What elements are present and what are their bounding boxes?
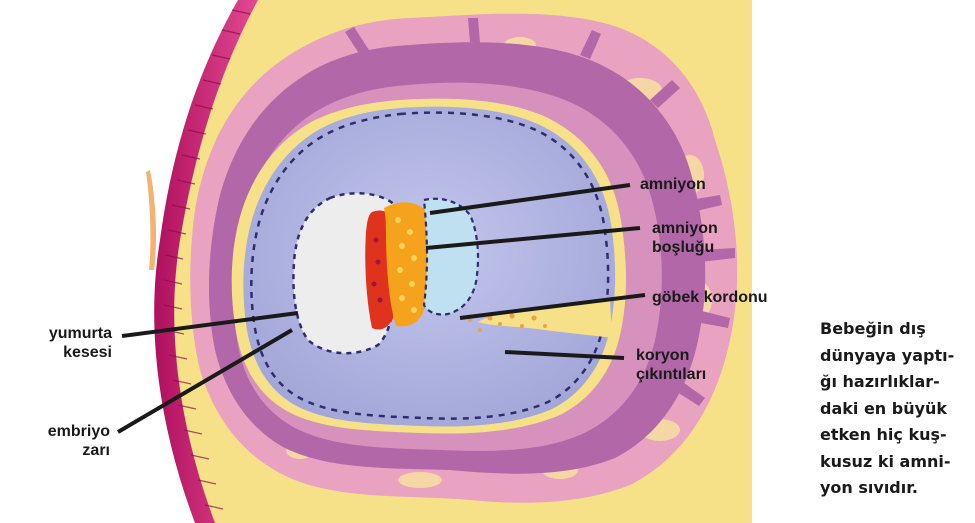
label-amniyon-boslugu-line2: boşluğu [652,238,718,257]
wall-orange-streak [146,170,156,270]
label-yumurta-line1: yumurta [4,324,112,343]
label-amniyon-boslugu: amniyon boşluğu [652,219,718,257]
label-embriyo-line2: zarı [4,441,110,460]
label-amniyon-boslugu-line1: amniyon [652,219,718,238]
label-embriyo-zari: embriyo zarı [4,422,110,460]
label-embriyo-line1: embriyo [4,422,110,441]
caption-text: Bebeğin dış dünyaya yaptı- ğı hazırlıkla… [820,316,972,502]
label-koryon: koryon çıkıntıları [636,346,706,384]
label-gobek-kordonu: göbek kordonu [652,288,768,307]
label-yumurta-kesesi: yumurta kesesi [4,324,112,362]
label-koryon-line2: çıkıntıları [636,365,706,384]
amniotic-cavity [424,199,478,315]
label-koryon-line1: koryon [636,346,706,365]
label-yumurta-line2: kesesi [4,343,112,362]
label-amniyon: amniyon [640,175,706,194]
